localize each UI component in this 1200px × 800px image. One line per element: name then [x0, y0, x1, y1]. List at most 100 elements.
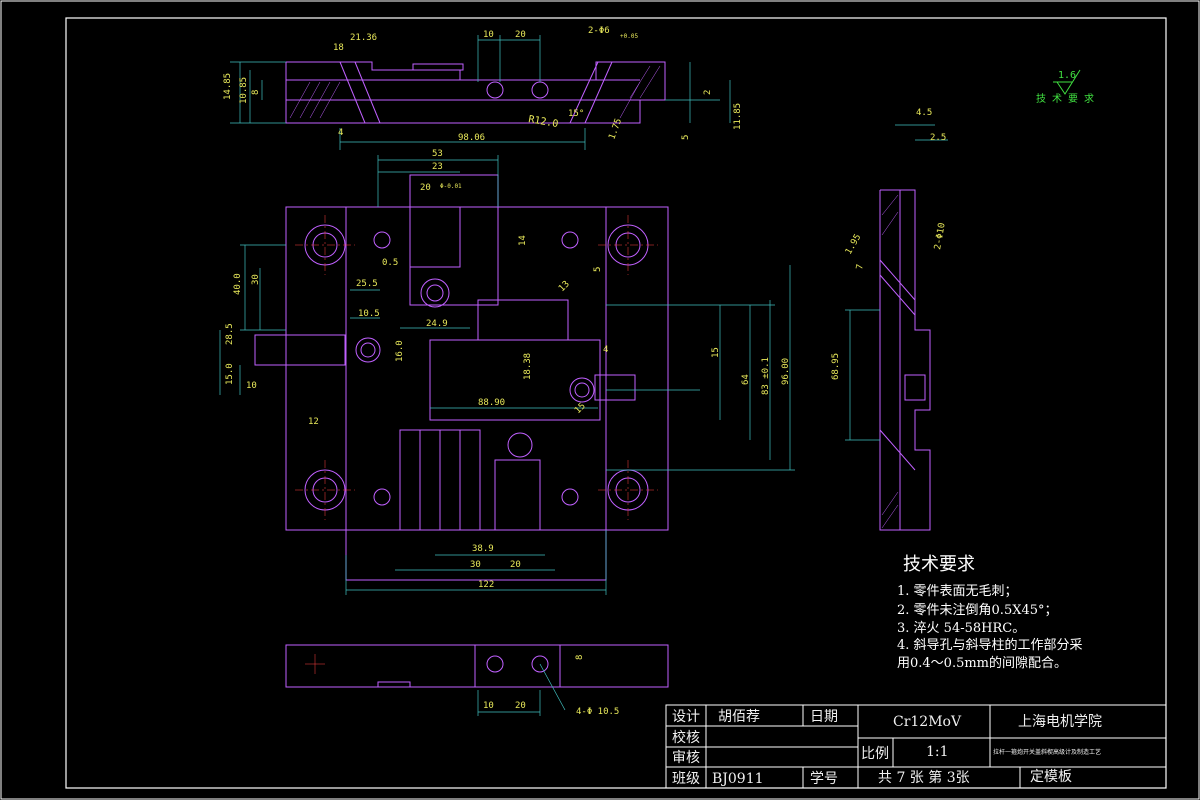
dim-15-deg: 15° [568, 109, 584, 119]
sheet-count: 共 7 张 第 3张 [878, 769, 970, 786]
dim-16: 16.0 [395, 340, 405, 362]
top-view-dim-lines [230, 35, 731, 150]
dim-15b: 15 [711, 347, 721, 358]
dim-25-5: 25.5 [356, 279, 378, 289]
school-name: 上海电机学院 [1018, 714, 1102, 730]
dim-40: 40.0 [233, 273, 243, 295]
dim-20: 20 [515, 30, 526, 40]
main-center-cavity [429, 339, 601, 421]
bottom-view [285, 644, 669, 688]
dim-8: 8 [251, 90, 261, 95]
side-view-dim-lines [845, 124, 948, 441]
dim-1-75: 1.75 [607, 117, 624, 141]
part-name: 定模板 [1030, 769, 1072, 785]
side-view-hatch [881, 194, 899, 529]
dim-21-36: 21.36 [350, 33, 377, 43]
requirement-item: 用0.4～0.5mm的间隙配合。 [897, 655, 1067, 671]
main-view-dim-lines [219, 155, 795, 595]
main-view [254, 174, 669, 581]
dim-2-phi6: 2-Φ6 [588, 26, 610, 36]
dim-122: 122 [478, 580, 494, 590]
title-block [665, 704, 1167, 789]
side-view [879, 189, 931, 531]
dim-30: 30 [251, 274, 261, 285]
dim-12: 12 [308, 417, 319, 427]
scale-label: 比例 [861, 746, 889, 762]
dim-18: 18 [333, 43, 344, 53]
dim-11-85: 11.85 [733, 103, 743, 130]
dim-23: 23 [432, 162, 443, 172]
dim-r12: R12.0 [527, 114, 559, 130]
top-view-slot [412, 63, 464, 71]
dim-2-phi10: 2-Φ10 [933, 222, 948, 250]
main-slot [477, 299, 569, 341]
dim-4-5: 4.5 [916, 108, 932, 118]
dim-14: 14 [518, 235, 528, 246]
dim-hole: 4-Φ 10.5 [576, 707, 619, 717]
main-left-tab [254, 334, 346, 366]
roughness-value: 1.6 [1058, 70, 1076, 81]
dim-10: 10 [246, 381, 257, 391]
guide-hole [507, 432, 533, 458]
side-view-tab [904, 374, 926, 401]
class-label: 班级 [672, 771, 700, 787]
dim-88-90: 88.90 [478, 398, 505, 408]
guide-hole [420, 278, 450, 308]
dim-10-85: 10.85 [239, 77, 249, 104]
design-label: 设计 [672, 709, 700, 725]
check-label: 校核 [672, 729, 700, 746]
dim-8: 8 [575, 655, 585, 660]
bottom-view-centerlines [305, 654, 325, 674]
guide-hole [355, 337, 381, 363]
pin-hole [373, 231, 391, 249]
roughness-symbol: 1.6 技 术 要 求 [1036, 69, 1094, 105]
main-right-tab [594, 374, 636, 401]
top-view-angle-line [354, 61, 381, 124]
scale-value: 1:1 [926, 744, 949, 760]
dim-20: 20 [420, 183, 431, 193]
side-view-outline [879, 189, 931, 531]
dim-tolerance: +0.05 [620, 33, 638, 40]
technical-requirements: 技术要求 1. 零件表面无毛刺； 2. 零件未注倒角0.5X45°； 3. 淬火… [897, 554, 1083, 671]
material: Cr12MoV [893, 714, 962, 730]
dim-5: 5 [681, 135, 691, 140]
pin-hole [373, 488, 391, 506]
dim-2: 2 [703, 90, 713, 95]
dim-10: 10 [483, 701, 494, 711]
pin-hole [561, 231, 579, 249]
project-title: 拉杆一箍炮开关盖斜楔高级计及制造工艺 [993, 748, 1101, 756]
top-view-angle-line [584, 61, 613, 124]
top-view-hole [486, 81, 504, 99]
top-view-dims: 21.36 18 10 20 2-Φ6 +0.05 14.85 10.85 8 … [223, 26, 743, 143]
dim-30: 30 [470, 560, 481, 570]
bottom-view-hole [531, 655, 549, 673]
bottom-view-outline [285, 644, 669, 688]
dim-18-38: 18.38 [523, 353, 533, 380]
dim-53: 53 [432, 149, 443, 159]
class-value: BJ0911 [712, 771, 764, 787]
top-view-angle-line [339, 61, 366, 124]
title-block-text: 设计 胡佰荐 日期 校核 审核 班级 BJ0911 学号 Cr12MoV 上海电… [672, 709, 1102, 787]
roughness-check-icon [1056, 69, 1081, 95]
dim-phi-tol: Φ-0.01 [440, 183, 462, 190]
roughness-label: 技 术 要 求 [1036, 92, 1094, 105]
dim-83: 83 ±0.1 [761, 357, 771, 395]
top-view-hatch [289, 65, 661, 119]
dim-4: 4 [603, 345, 608, 355]
dim-2-5: 2.5 [930, 133, 946, 143]
dim-10: 10 [483, 30, 494, 40]
main-view-dims: 53 23 20 Φ-0.01 40.0 30 0.5 25.5 10.5 24… [225, 149, 791, 590]
dim-4: 4 [338, 128, 343, 138]
dim-7: 7 [855, 263, 866, 270]
dim-13: 13 [557, 279, 572, 294]
student-id-label: 学号 [810, 771, 838, 787]
requirement-item: 1. 零件表面无毛刺； [897, 584, 1018, 599]
dim-5: 5 [593, 267, 603, 272]
dim-64: 64 [741, 374, 751, 385]
dim-10-5: 10.5 [358, 309, 380, 319]
designer-name: 胡佰荐 [718, 709, 760, 725]
top-view-outline [285, 61, 666, 124]
bottom-view-dims: 10 20 8 4-Φ 10.5 [483, 655, 619, 717]
dim-20: 20 [515, 701, 526, 711]
